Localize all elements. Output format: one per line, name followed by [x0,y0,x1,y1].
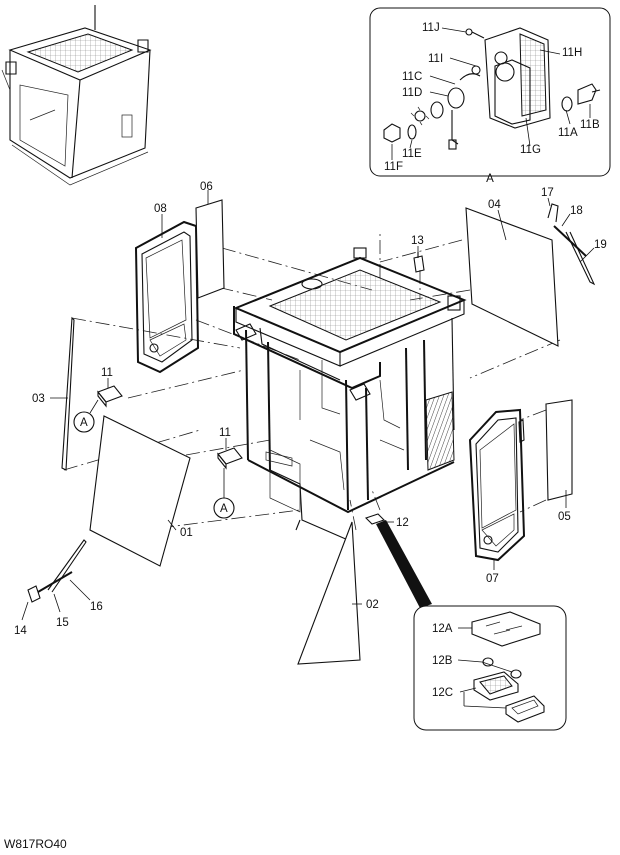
label-18: 18 [570,205,583,217]
label-13: 13 [411,235,424,247]
label-08: 08 [154,203,167,215]
view-marker-a-left: A [80,417,88,429]
label-01: 01 [180,527,193,539]
door-07 [468,408,526,562]
small-parts [73,252,425,525]
label-06: 06 [200,181,213,193]
part-labels: 01 02 03 04 05 06 07 08 11 11 12 13 14 1… [14,181,607,637]
label-12: 12 [396,517,409,529]
label-11I: 11I [428,53,443,65]
wiper-right [547,203,596,286]
label-03: 03 [32,393,45,405]
detail-12-arrow [376,520,432,608]
label-11G: 11G [520,144,541,156]
label-11D: 11D [402,87,422,99]
label-14: 14 [14,625,27,637]
label-17: 17 [541,187,554,199]
label-11E: 11E [402,148,422,160]
glass-05 [545,399,573,501]
view-marker-a-center: A [220,503,228,515]
label-07: 07 [486,573,499,585]
label-11J: 11J [422,22,440,34]
glass-02 [297,521,361,665]
drawing-code: W817RO40 [4,837,67,851]
detail-12-callout: 12A 12B 12C [413,605,567,731]
label-04: 04 [488,199,501,211]
detail-a-title: A [486,173,494,185]
label-11C: 11C [402,71,422,83]
label-11B: 11B [580,119,600,131]
label-11-center: 11 [219,427,231,439]
glass-03 [61,316,75,471]
label-19: 19 [594,239,607,251]
label-12C: 12C [432,687,453,699]
label-16: 16 [90,601,103,613]
label-02: 02 [366,599,379,611]
overview-cab [1,5,152,186]
glass-06 [195,199,225,299]
label-11A: 11A [558,127,578,139]
door-08 [134,220,200,374]
detail-a-callout: A 11J 1 [369,7,611,185]
label-05: 05 [558,511,571,523]
label-15: 15 [56,617,69,629]
label-12B: 12B [432,655,453,667]
leader-lines [21,190,595,621]
glass-04 [465,207,559,347]
label-12A: 12A [432,623,453,635]
label-11-left: 11 [101,367,113,379]
label-11F: 11F [384,161,403,173]
label-11H: 11H [562,47,582,59]
wiper-left [27,539,87,603]
cab-frame [233,247,467,541]
glass-01 [89,415,191,567]
